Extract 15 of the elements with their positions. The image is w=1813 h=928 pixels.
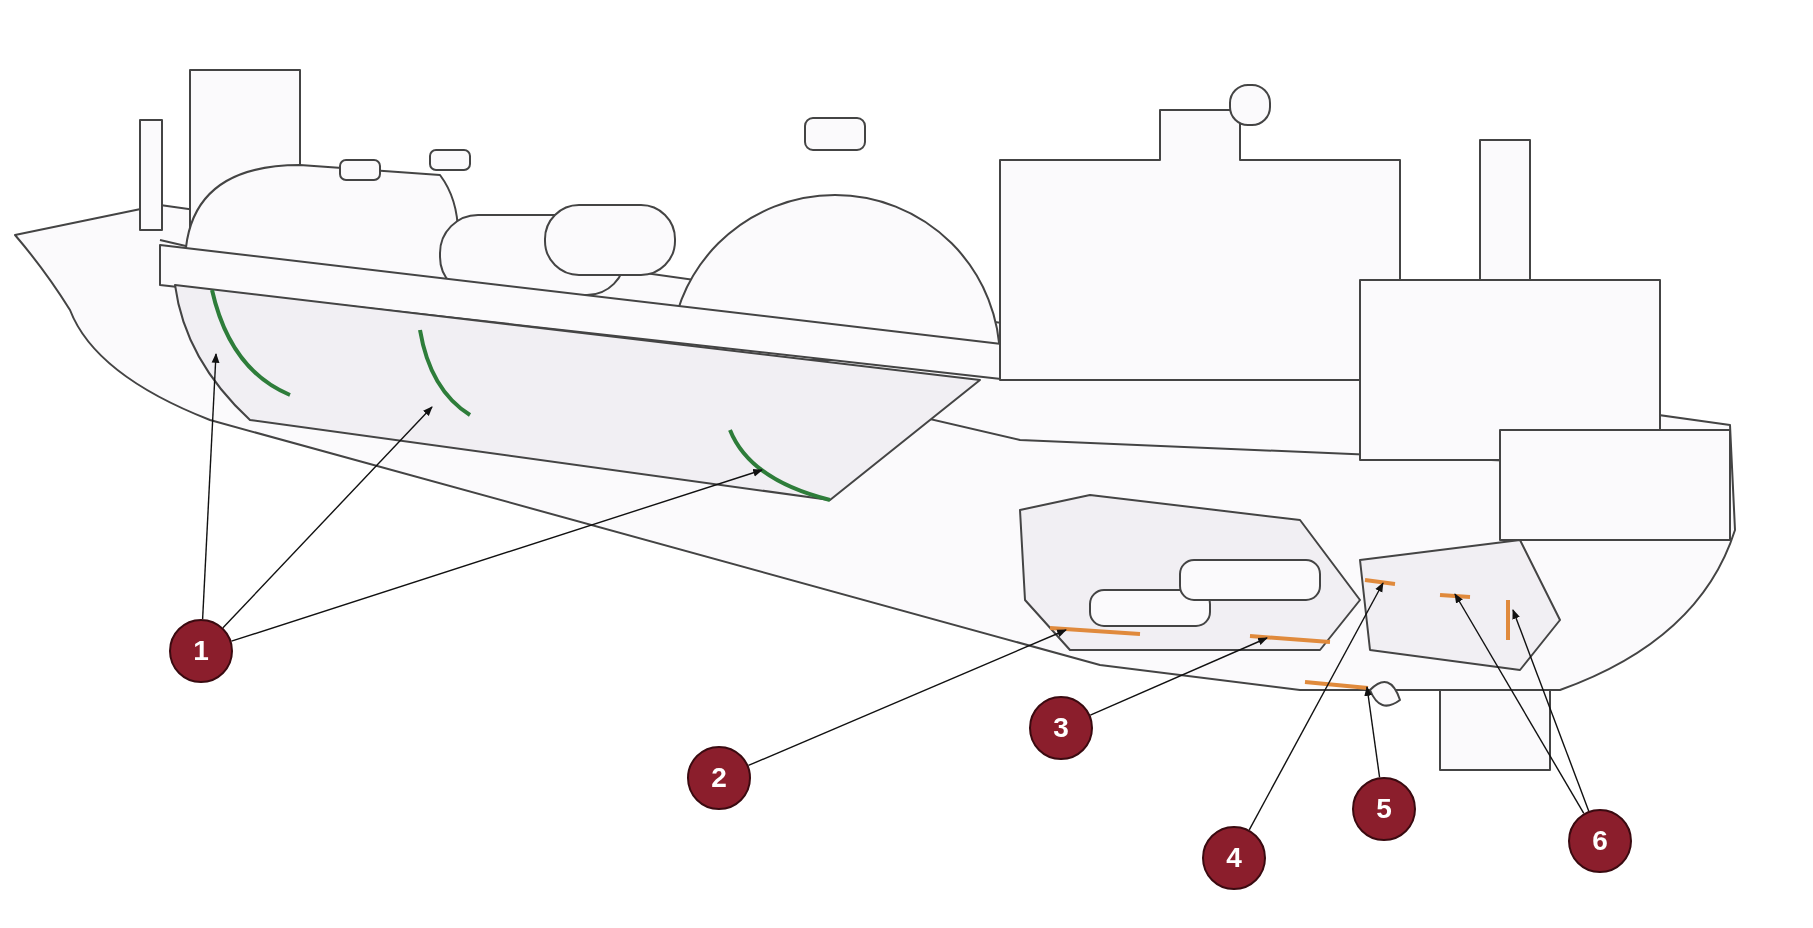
leader-line	[747, 629, 1067, 767]
callout-number: 6	[1568, 809, 1632, 873]
callout-number: 5	[1352, 777, 1416, 841]
leader-line	[1248, 582, 1384, 831]
leader-line	[1512, 609, 1590, 812]
leader-line	[201, 353, 220, 620]
callout-number: 1	[169, 619, 233, 683]
callout-number: 2	[687, 746, 751, 810]
callout-number: 4	[1202, 826, 1266, 890]
leader-line	[1364, 686, 1381, 778]
leader-line	[230, 469, 763, 642]
leader-line	[1454, 593, 1585, 815]
callout-number: 3	[1029, 696, 1093, 760]
leader-line	[222, 406, 433, 629]
leader-line	[1089, 637, 1268, 716]
